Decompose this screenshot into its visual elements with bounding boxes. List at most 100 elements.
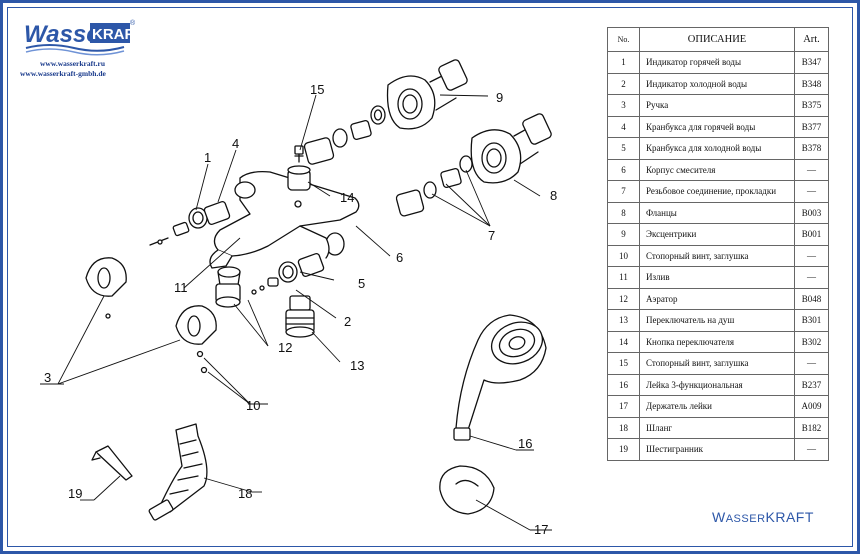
cell-art: — [794, 158, 829, 181]
cell-desc: Аэратор [639, 287, 795, 310]
callout-9: 9 [496, 90, 503, 105]
cell-art: B003 [794, 201, 829, 224]
cell-desc: Индикатор холодной воды [639, 72, 795, 95]
callout-14: 14 [340, 190, 354, 205]
cell-art: B347 [794, 51, 829, 74]
cell-art: B237 [794, 373, 829, 396]
cell-art: — [794, 266, 829, 289]
svg-text:KRAFT: KRAFT [92, 26, 136, 43]
cell-art: B001 [794, 223, 829, 246]
cell-art: B375 [794, 94, 829, 117]
cell-no: 4 [607, 115, 640, 138]
cell-desc: Эксцентрики [639, 223, 795, 246]
hex-key [91, 445, 133, 481]
cell-desc: Излив [639, 266, 795, 289]
callout-10: 10 [246, 398, 260, 413]
callout-1: 1 [204, 150, 211, 165]
flange-middle [470, 113, 552, 184]
cell-art: A009 [794, 395, 829, 418]
exploded-diagram: 1 4 15 14 6 9 8 7 11 5 2 12 13 3 10 19 1… [40, 59, 557, 537]
cell-no: 10 [607, 244, 640, 267]
callout-12: 12 [278, 340, 292, 355]
cell-no: 12 [607, 287, 640, 310]
cell-art: B378 [794, 137, 829, 160]
cell-no: 11 [607, 266, 640, 289]
cell-art: B301 [794, 309, 829, 332]
brand-second: ASSER [725, 513, 766, 525]
callout-16: 16 [518, 436, 532, 451]
callout-11: 11 [174, 280, 188, 295]
cell-art: B377 [794, 115, 829, 138]
cold-cartridge [251, 252, 325, 295]
header-description: ОПИСАНИЕ [639, 27, 795, 52]
hot-cartridge [149, 200, 231, 246]
callout-6: 6 [396, 250, 403, 265]
cell-desc: Кранбукса для горячей воды [639, 115, 795, 138]
top-fittings [303, 105, 386, 165]
callout-19: 19 [68, 486, 82, 501]
callout-2: 2 [344, 314, 351, 329]
cell-desc: Держатель лейки [639, 395, 795, 418]
callout-7: 7 [488, 228, 495, 243]
cell-desc: Шланг [639, 416, 795, 439]
table-header-row: No. ОПИСАНИЕ Art. [607, 27, 829, 52]
handle-lower [175, 305, 217, 345]
callout-8: 8 [550, 188, 557, 203]
cell-art: — [794, 438, 829, 461]
cell-no: 8 [607, 201, 640, 224]
callout-3: 3 [44, 370, 51, 385]
brand-third: KRAFT [765, 509, 814, 525]
cell-desc: Кнопка переключателя [639, 330, 795, 353]
cell-art: B048 [794, 287, 829, 310]
hose [148, 423, 208, 521]
cell-desc: Фланцы [639, 201, 795, 224]
cell-no: 19 [607, 438, 640, 461]
callout-5: 5 [358, 276, 365, 291]
cell-art: — [794, 352, 829, 375]
website-de[interactable]: www.wasserkraft-gmbh.de [20, 69, 106, 78]
cell-no: 1 [607, 51, 640, 74]
cell-desc: Кранбукса для холодной воды [639, 137, 795, 160]
cell-desc: Переключатель на душ [639, 309, 795, 332]
cell-desc: Резьбовое соединение, прокладки [639, 180, 795, 203]
callout-17: 17 [534, 522, 548, 537]
cell-desc: Лейка 3-функциональная [639, 373, 795, 396]
cell-no: 18 [607, 416, 640, 439]
flange-top [386, 59, 468, 130]
cell-desc: Корпус смесителя [639, 158, 795, 181]
handle-upper [85, 257, 127, 297]
svg-text:®: ® [130, 19, 136, 27]
shower-switch [285, 295, 315, 338]
website-ru[interactable]: www.wasserkraft.ru [40, 59, 105, 68]
cell-no: 3 [607, 94, 640, 117]
cell-no: 17 [607, 395, 640, 418]
cell-art: — [794, 180, 829, 203]
shower-head [453, 314, 547, 441]
cell-no: 14 [607, 330, 640, 353]
header-no: No. [607, 27, 640, 52]
cell-art: B182 [794, 416, 829, 439]
cell-art: — [794, 244, 829, 267]
cell-no: 7 [607, 180, 640, 203]
callout-15: 15 [310, 82, 324, 97]
cell-no: 13 [607, 309, 640, 332]
mixer-body [209, 170, 360, 269]
cell-no: 9 [607, 223, 640, 246]
switch-knob [287, 145, 311, 191]
